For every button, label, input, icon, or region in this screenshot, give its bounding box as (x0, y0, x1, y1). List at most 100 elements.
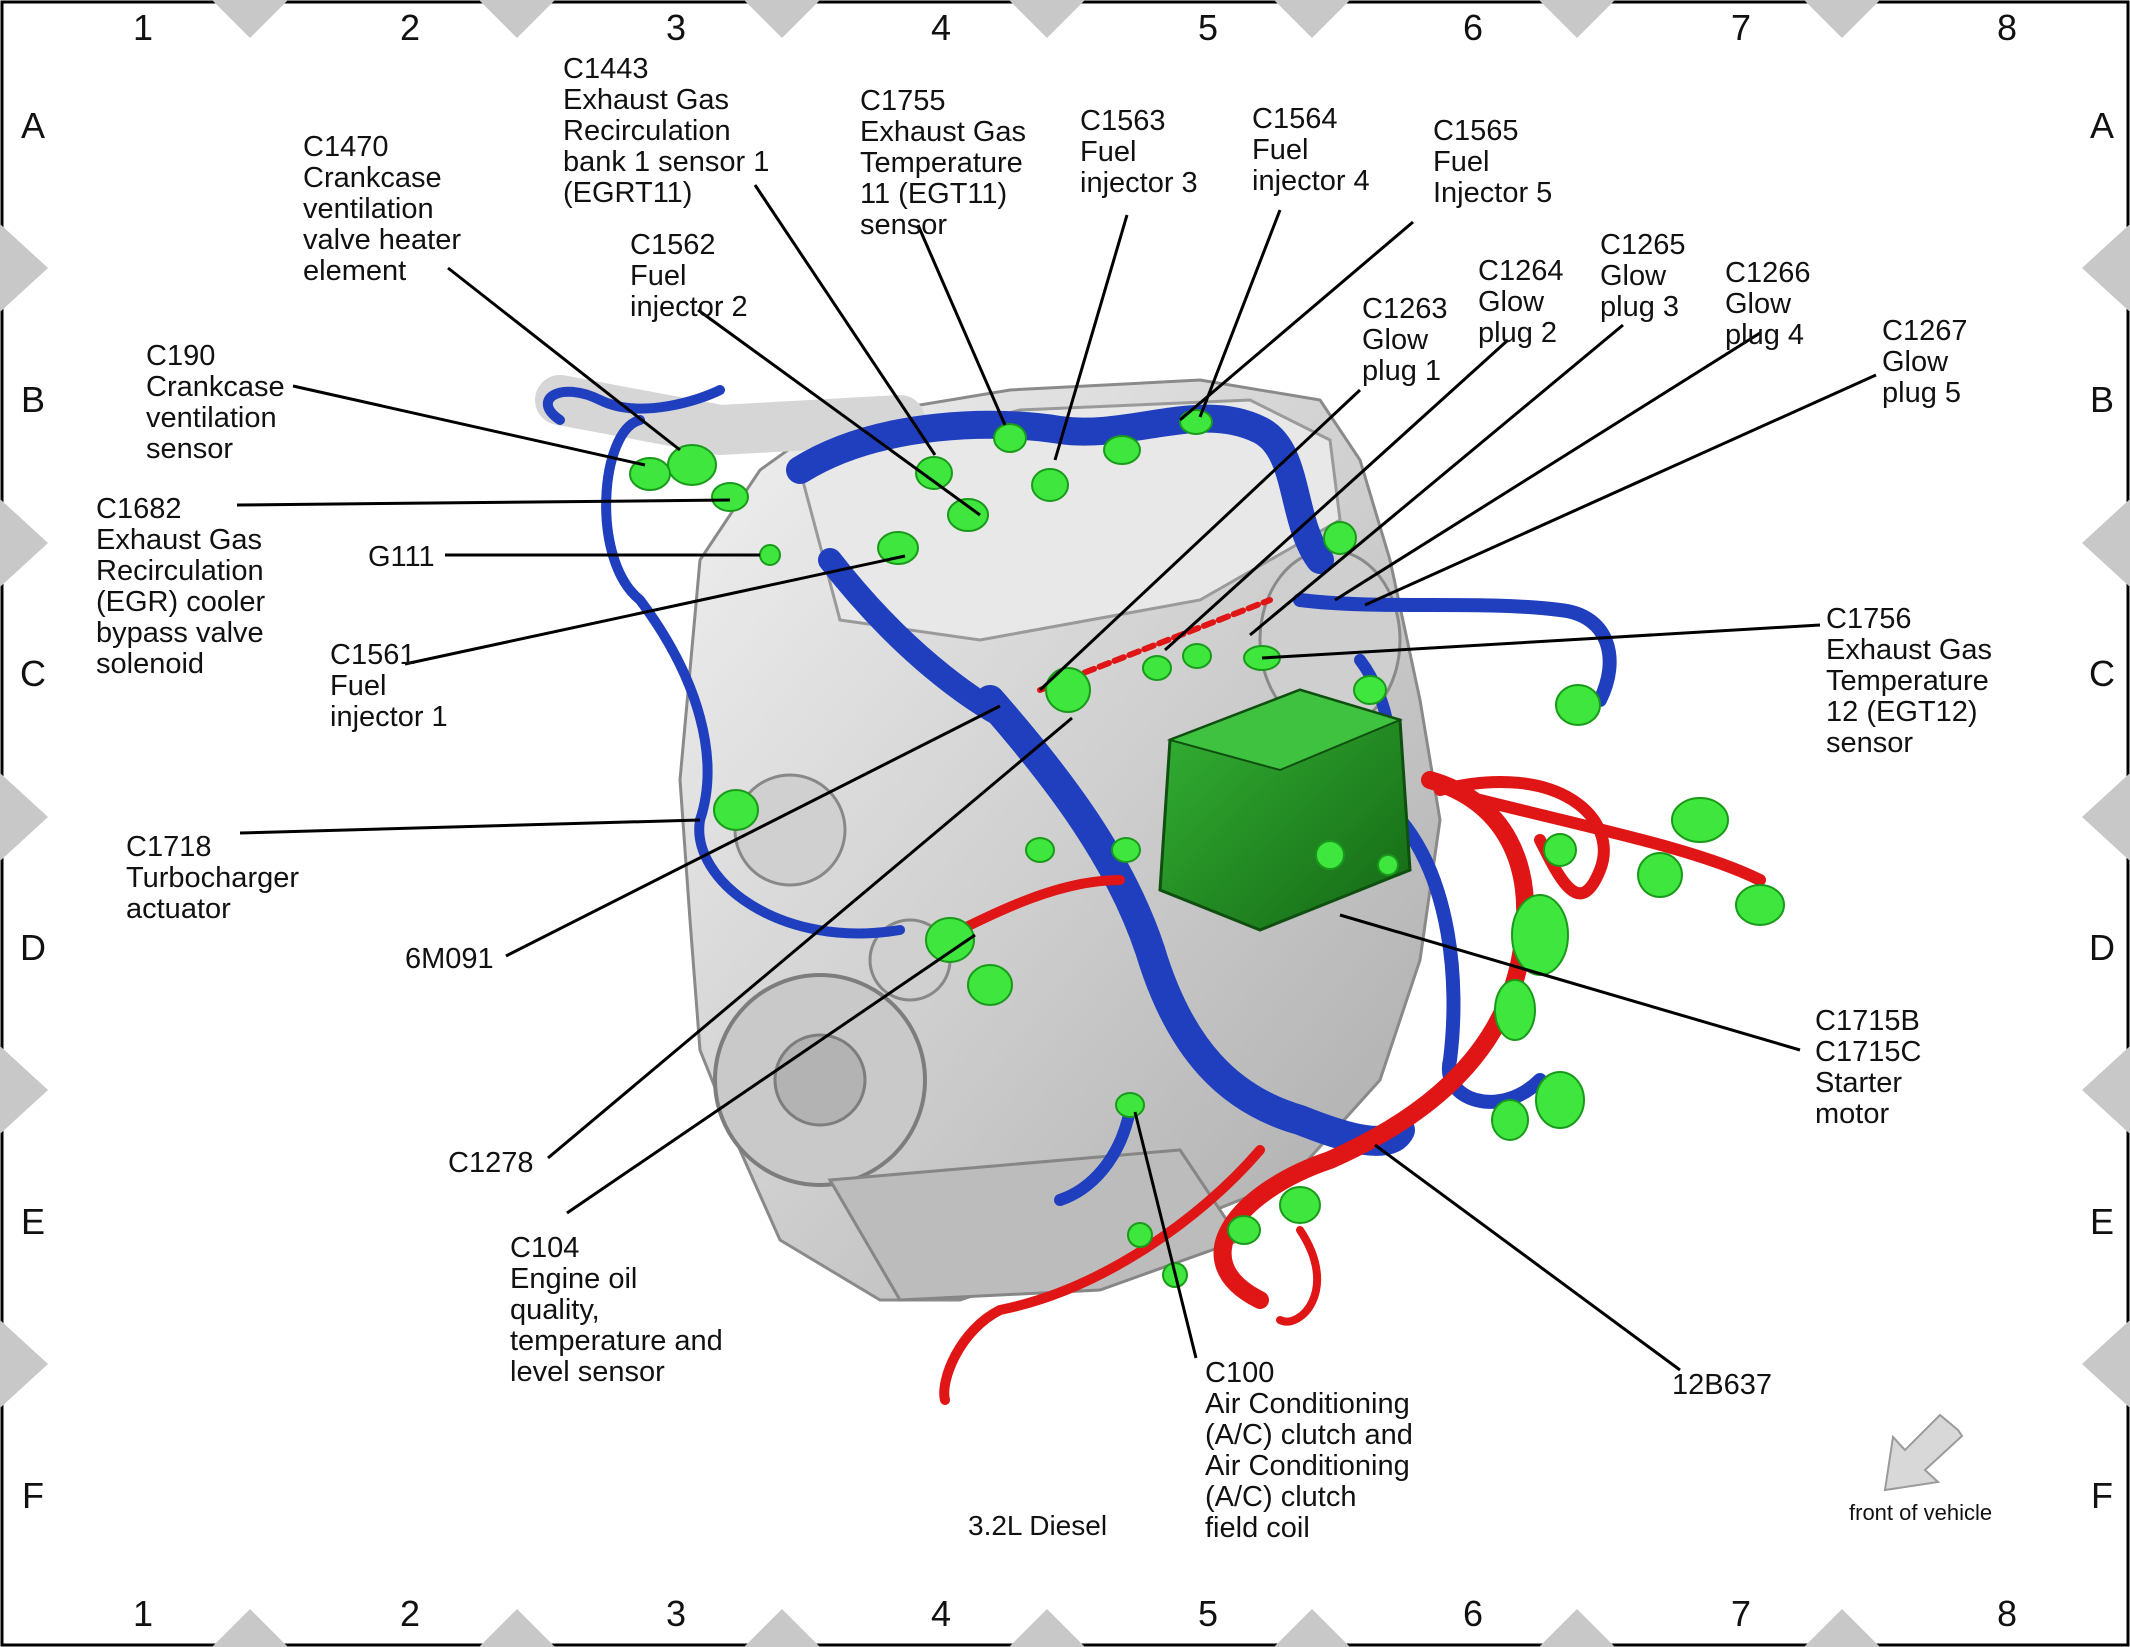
grid-column-label-bottom: 2 (400, 1593, 420, 1634)
callout-text: C1718 (126, 831, 211, 863)
grid-row-label-right: B (2090, 379, 2114, 420)
callout-text: C1264 (1478, 255, 1563, 287)
grid-column-label-top: 7 (1731, 7, 1751, 48)
callout-text: plug 5 (1882, 377, 1961, 409)
leader-line (1364, 373, 1877, 607)
connector (1323, 521, 1357, 555)
grid-column-label-bottom: 7 (1731, 1593, 1751, 1634)
callout-text: C1470 (303, 131, 388, 163)
callout-text: (A/C) clutch (1205, 1481, 1356, 1513)
callout-text: Injector 5 (1433, 177, 1552, 209)
callout-text: ventilation (303, 193, 434, 225)
callout-text: C1715C (1815, 1036, 1921, 1068)
leader-line (1261, 623, 1821, 660)
callout-6m091: 6M091 (405, 943, 494, 975)
connector (915, 456, 953, 490)
callout-text: C1265 (1600, 229, 1685, 261)
grid-row-label-right: F (2091, 1475, 2113, 1516)
callout-c1278: C1278 (448, 1147, 533, 1179)
connector (925, 917, 975, 963)
connector (713, 789, 759, 831)
callout-text: Fuel (330, 670, 386, 702)
connector (1025, 837, 1055, 863)
grid-column-label-bottom: 5 (1198, 1593, 1218, 1634)
callout-text: Recirculation (96, 555, 264, 587)
border-marker-top (1009, 0, 1085, 38)
callout-text: Temperature (860, 147, 1023, 179)
callout-text: motor (1815, 1098, 1889, 1130)
front-of-vehicle-label: front of vehicle (1849, 1500, 1992, 1525)
callout-text: injector 3 (1080, 167, 1198, 199)
callout-text: C1565 (1433, 115, 1518, 147)
leader-lines (236, 184, 1877, 1372)
grid-row-label-right: C (2089, 653, 2115, 694)
engine-caption: 3.2L Diesel (968, 1510, 1107, 1541)
callout-text: valve heater (303, 224, 461, 256)
grid-column-label-bottom: 3 (666, 1593, 686, 1634)
callout-text: 12B637 (1672, 1369, 1772, 1401)
callout-text: Air Conditioning (1205, 1450, 1410, 1482)
callout-text: 11 (EGT11) (860, 178, 1007, 210)
callout-text: sensor (860, 209, 947, 241)
callout-text: C1682 (96, 493, 181, 525)
connector (1315, 840, 1345, 870)
connector (1103, 435, 1141, 465)
callout-text: ventilation (146, 402, 277, 434)
front-of-vehicle-indicator: front of vehicle (1849, 1413, 1992, 1525)
callout-text: bypass valve (96, 617, 264, 649)
leader-line (1198, 209, 1282, 418)
leader-line (1374, 1143, 1681, 1372)
callout-text: temperature and (510, 1325, 723, 1357)
leader-line (404, 554, 906, 666)
callout-text: Exhaust Gas (1826, 634, 1992, 666)
callout-text: Exhaust Gas (563, 84, 729, 116)
border-marker-top (744, 0, 820, 38)
connector (1227, 1215, 1261, 1245)
callout-text: (A/C) clutch and (1205, 1419, 1413, 1451)
callout-text: C104 (510, 1232, 579, 1264)
callout-text: Glow (1362, 324, 1429, 356)
callout-text: level sensor (510, 1356, 665, 1388)
callout-text: Glow (1478, 286, 1545, 318)
border-marker-right (2082, 499, 2130, 587)
connector (877, 531, 919, 565)
callout-g111: G111 (368, 541, 435, 573)
callout-text: element (303, 255, 406, 287)
callout-text: C1278 (448, 1147, 533, 1179)
callout-text: injector 4 (1252, 165, 1370, 197)
border-marker-left (0, 773, 48, 861)
callout-text: Exhaust Gas (860, 116, 1026, 148)
connector (947, 498, 989, 532)
callout-text: C190 (146, 340, 215, 372)
callout-text: (EGR) cooler (96, 586, 266, 618)
border-marker-bottom (1274, 1609, 1350, 1647)
connector (993, 423, 1027, 453)
border-marker-bottom (1539, 1609, 1615, 1647)
grid-column-label-bottom: 8 (1997, 1593, 2017, 1634)
callout-text: C1266 (1725, 257, 1810, 289)
callout-text: quality, (510, 1294, 600, 1326)
connector (1111, 837, 1141, 863)
grid-column-label-top: 2 (400, 7, 420, 48)
callout-text: C1563 (1080, 105, 1165, 137)
callout-text: C1564 (1252, 103, 1337, 135)
border-marker-left (0, 224, 48, 312)
callout-text: G111 (368, 541, 435, 573)
callout-text: C100 (1205, 1357, 1274, 1389)
connector (1142, 655, 1172, 681)
callout-text: C1443 (563, 53, 648, 85)
border-marker-top (1539, 0, 1615, 38)
callout-text: Starter (1815, 1067, 1902, 1099)
leader-line (1339, 913, 1801, 1052)
callout-text: Fuel (1080, 136, 1136, 168)
